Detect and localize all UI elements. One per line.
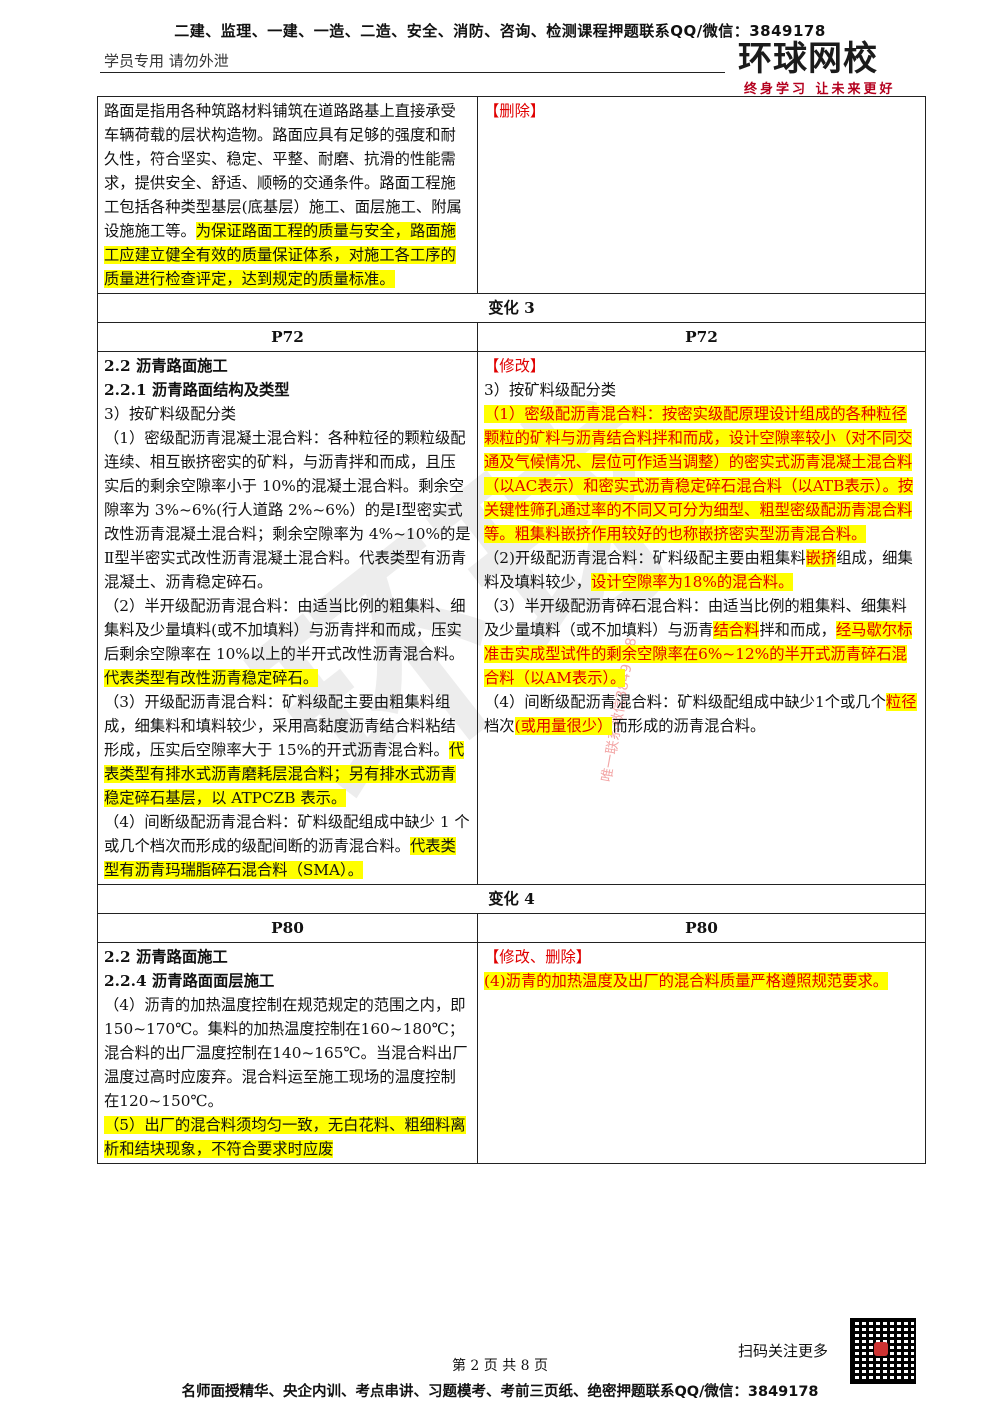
section-heading: 2.2 沥青路面施工 xyxy=(104,948,228,966)
student-note: 学员专用 请勿外泄 xyxy=(104,52,229,70)
table-row: 2.2 沥青路面施工 2.2.4 沥青路面面层施工 （4）沥青的加热温度控制在规… xyxy=(97,942,926,1164)
old-page-ref: P80 xyxy=(97,913,478,943)
new-page-ref: P80 xyxy=(477,913,926,943)
scan-prompt: 扫码关注更多 xyxy=(738,1342,829,1360)
top-banner: 二建、监理、一建、一造、二造、安全、消防、咨询、检测课程押题联系QQ/微信：38… xyxy=(174,22,826,40)
old-text-cell: 路面是指用各种筑路材料铺筑在道路路基上直接承受车辆荷载的层状构造物。路面应具有足… xyxy=(97,96,478,294)
paragraph-text: （4）间断级配沥青混合料：矿料级配组成中缺少1个或几个 xyxy=(484,693,886,711)
table-row: 路面是指用各种筑路材料铺筑在道路路基上直接承受车辆荷载的层状构造物。路面应具有足… xyxy=(97,96,926,294)
paragraph: （2）半开级配沥青混合料：由适当比例的粗集料、细集料及少量填料(或不加填料）与沥… xyxy=(104,594,471,690)
logo-text: 环球网校 xyxy=(738,39,878,79)
paragraph-text: （2）半开级配沥青混合料：由适当比例的粗集料、细集料及少量填料(或不加填料）与沥… xyxy=(104,597,466,663)
new-text-cell: 【修改、删除】 (4)沥青的加热温度及出厂的混合料质量严格遵照规范要求。 xyxy=(477,942,926,1164)
new-text-cell: 【修改】 3）按矿料级配分类 （1）密级配沥青混合料：按密实级配原理设计组成的各… xyxy=(477,351,926,885)
highlight-text: 代表类型有改性沥青稳定碎石。 xyxy=(104,669,319,687)
paragraph: （4）间断级配沥青混合料：矿料级配组成中缺少 1 个或几个档次而形成的级配间断的… xyxy=(104,810,471,882)
paragraph-text: （3）开级配沥青混合料：矿料级配主要由粗集料组成，细集料和填料较少，采用高黏度沥… xyxy=(104,693,456,759)
paragraph: (4)沥青的加热温度及出厂的混合料质量严格遵照规范要求。 xyxy=(484,969,919,993)
change-tag: 【修改、删除】 xyxy=(484,948,592,966)
paragraph: 3）按矿料级配分类 xyxy=(484,381,617,399)
paragraph-text: 而形成的沥青混合料。 xyxy=(612,717,766,735)
paragraph: （3）半开级配沥青碎石混合料：由适当比例的粗集料、细集料及少量填料（或不加填料）… xyxy=(484,594,919,690)
old-text-cell: 2.2 沥青路面施工 2.2.4 沥青路面面层施工 （4）沥青的加热温度控制在规… xyxy=(97,942,478,1164)
table-row: 2.2 沥青路面施工 2.2.1 沥青路面结构及类型 3）按矿料级配分类 （1）… xyxy=(97,351,926,885)
highlight-text: 粒径 xyxy=(885,693,917,711)
old-text-cell: 2.2 沥青路面施工 2.2.1 沥青路面结构及类型 3）按矿料级配分类 （1）… xyxy=(97,351,478,885)
paragraph: （5）出厂的混合料须均匀一致，无白花料、粗细料离析和结块现象，不符合要求时应废 xyxy=(104,1113,471,1161)
qr-logo-icon xyxy=(874,1342,888,1356)
paragraph-text: 档次 xyxy=(484,717,515,735)
page-ref-row: P72 P72 xyxy=(97,322,926,352)
old-text-highlight: 为保证路面工程的质量与安全，路面施工应建立健全有效的质量保证体系，对施工各工序的… xyxy=(104,222,456,288)
change-tag: 【修改】 xyxy=(484,357,546,375)
subsection-heading: 2.2.1 沥青路面结构及类型 xyxy=(104,381,290,399)
new-text-cell: 【删除】 xyxy=(477,96,926,294)
change-title: 变化 3 xyxy=(97,293,926,323)
highlight-text: (或用量很少） xyxy=(514,717,613,735)
comparison-table: 路面是指用各种筑路材料铺筑在道路路基上直接承受车辆荷载的层状构造物。路面应具有足… xyxy=(97,96,926,1164)
highlight-text: （1）密级配沥青混合料：按密实级配原理设计组成的各种粒径颗粒的矿料与沥青结合料拌… xyxy=(484,405,914,543)
section-heading: 2.2 沥青路面施工 xyxy=(104,357,228,375)
paragraph: （4）沥青的加热温度控制在规范规定的范围之内，即 150~170℃。集料的加热温… xyxy=(104,996,468,1110)
paragraph: （1）密级配沥青混合料：按密实级配原理设计组成的各种粒径颗粒的矿料与沥青结合料拌… xyxy=(484,402,919,546)
paragraph-text: 组成，细集料及填料较少， xyxy=(484,549,913,591)
old-text: 路面是指用各种筑路材料铺筑在道路路基上直接承受车辆荷载的层状构造物。路面应具有足… xyxy=(104,102,462,240)
header-divider xyxy=(100,72,725,73)
highlight-text: （5）出厂的混合料须均匀一致，无白花料、粗细料离析和结块现象，不符合要求时应废 xyxy=(104,1116,466,1158)
page-ref-row: P80 P80 xyxy=(97,913,926,943)
paragraph: （2)开级配沥青混合料：矿料级配主要由粗集料嵌挤组成，细集料及填料较少，设计空隙… xyxy=(484,546,919,594)
paragraph: （4）间断级配沥青混合料：矿料级配组成中缺少1个或几个粒径档次(或用量很少）而形… xyxy=(484,690,919,738)
change-title-row: 变化 3 xyxy=(97,293,926,323)
change-tag: 【删除】 xyxy=(484,102,546,120)
logo-slogan: 终身学习 让未来更好 xyxy=(744,82,896,97)
highlight-text: 嵌挤 xyxy=(805,549,837,567)
highlight-text: 设计空隙率为18%的混合料。 xyxy=(591,573,794,591)
paragraph: （3）开级配沥青混合料：矿料级配主要由粗集料组成，细集料和填料较少，采用高黏度沥… xyxy=(104,690,471,810)
paragraph: （1）密级配沥青混凝土混合料：各种粒径的颗粒级配连续、相互嵌挤密实的矿料，与沥青… xyxy=(104,429,471,591)
bottom-banner: 名师面授精华、央企内训、考点串讲、习题模考、考前三页纸、绝密押题联系QQ/微信：… xyxy=(181,1384,819,1400)
highlight-text: 结合料 xyxy=(713,621,760,639)
paragraph-text: （2)开级配沥青混合料：矿料级配主要由粗集料 xyxy=(484,549,806,567)
old-page-ref: P72 xyxy=(97,322,478,352)
brand-logo: 环球网校 终身学习 让未来更好 xyxy=(738,40,918,100)
new-page-ref: P72 xyxy=(477,322,926,352)
change-title-row: 变化 4 xyxy=(97,884,926,914)
paragraph: 3）按矿料级配分类 xyxy=(104,405,237,423)
paragraph-text: 拌和而成， xyxy=(759,621,836,639)
subsection-heading: 2.2.4 沥青路面面层施工 xyxy=(104,972,275,990)
page-number: 第 2 页 共 8 页 xyxy=(451,1358,549,1374)
paragraph-text: （4）间断级配沥青混合料：矿料级配组成中缺少 1 个或几个档次而形成的级配间断的… xyxy=(104,813,470,855)
change-title: 变化 4 xyxy=(97,884,926,914)
paragraph-text: （3）半开级配沥青碎石混合料：由适当比例的粗集料、细集料及少量填料（或不加填料）… xyxy=(484,597,907,639)
highlight-text: (4)沥青的加热温度及出厂的混合料质量严格遵照规范要求。 xyxy=(484,972,889,990)
